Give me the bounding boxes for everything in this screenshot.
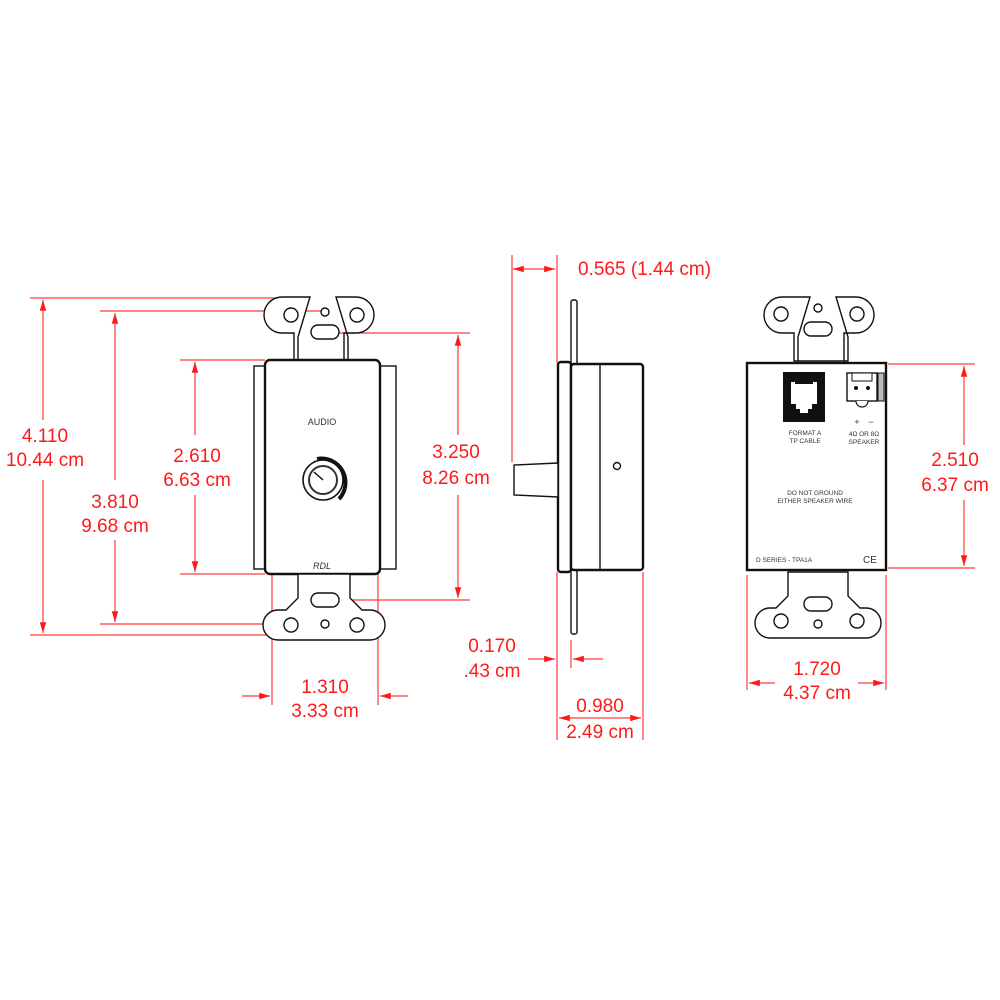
panel-label: AUDIO	[308, 417, 337, 427]
slot-spacing-cm: 8.26 cm	[422, 468, 490, 489]
overall-height-cm: 10.44 cm	[6, 450, 84, 471]
body-depth-in: 0.980	[576, 696, 624, 717]
body-height-cm: 6.37 cm	[921, 475, 989, 496]
svg-text:4Ω OR 8Ω: 4Ω OR 8Ω	[849, 431, 879, 438]
panel-height-cm: 6.63 cm	[163, 470, 231, 491]
brand-logo: RDL	[313, 561, 331, 571]
side-view: 0.565 (1.44 cm) 0.170 .43 cm 0.980 2.49 …	[463, 255, 711, 743]
body-depth-cm: 2.49 cm	[566, 722, 634, 743]
rj45-jack	[783, 372, 825, 422]
hole-spacing-cm: 9.68 cm	[81, 516, 149, 537]
panel-width-in: 1.310	[301, 677, 349, 698]
svg-text:FORMAT A: FORMAT A	[789, 430, 822, 437]
warning-text: DO NOT GROUND	[787, 490, 843, 497]
svg-text:−: −	[868, 417, 873, 427]
knob-depth-label: 0.565 (1.44 cm)	[578, 259, 711, 280]
ce-mark: CE	[863, 555, 877, 566]
plate-thickness-in: 0.170	[468, 636, 516, 657]
front-view: AUDIO RDL 4.110 10.44 cm 3.810 9.68 cm 2…	[6, 296, 490, 722]
slot-spacing-in: 3.250	[432, 442, 480, 463]
overall-height-in: 4.110	[22, 426, 68, 447]
hole-spacing-in: 3.810	[91, 492, 139, 513]
rear-view: FORMAT A TP CABLE + − 4Ω OR 8Ω SPEAKER D…	[745, 296, 989, 704]
panel-height-in: 2.610	[173, 446, 221, 467]
svg-text:+: +	[854, 417, 859, 427]
volume-knob	[302, 456, 348, 501]
knob-shaft	[513, 462, 559, 498]
plate-thickness-cm: .43 cm	[463, 661, 520, 682]
speaker-terminal	[846, 372, 885, 408]
body-width-in: 1.720	[793, 659, 841, 680]
body-width-cm: 4.37 cm	[783, 683, 851, 704]
svg-text:EITHER SPEAKER WIRE: EITHER SPEAKER WIRE	[777, 498, 853, 505]
svg-text:TP CABLE: TP CABLE	[789, 438, 821, 445]
model-label: D SERIES - TPA1A	[756, 557, 813, 564]
panel-width-cm: 3.33 cm	[291, 701, 359, 722]
side-body	[569, 362, 645, 572]
svg-text:SPEAKER: SPEAKER	[849, 439, 880, 446]
body-height-in: 2.510	[931, 450, 979, 471]
